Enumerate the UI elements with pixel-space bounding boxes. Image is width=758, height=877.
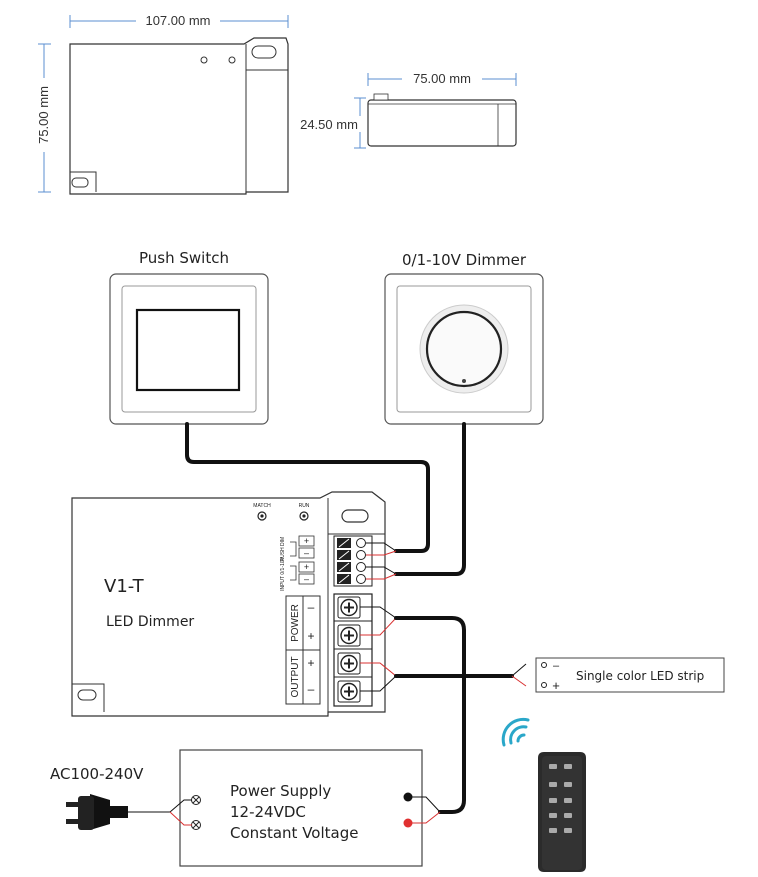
top-view-drawing: 107.00 mm 75.00 mm [35, 12, 289, 195]
psu-line2: 12-24VDC [230, 803, 306, 821]
strip-plus: + [552, 678, 560, 693]
svg-text:–: – [304, 574, 309, 584]
strip-minus: – [553, 660, 560, 672]
model-subtitle: LED Dimmer [106, 614, 194, 630]
led-strip: – + Single color LED strip [511, 657, 725, 693]
match-label: MATCH [253, 503, 271, 509]
wifi-icon [501, 717, 530, 747]
power-terminal-block [333, 593, 373, 707]
push-dim-label: PUSH DIM [280, 537, 286, 561]
power-label: POWER [290, 604, 301, 642]
side-width-label: 75.00 mm [413, 71, 471, 86]
svg-text:+: + [307, 629, 314, 643]
push-switch: Push Switch [109, 249, 269, 425]
input-label: INPUT 0/1-10V [280, 556, 286, 590]
model-label: V1-T [104, 576, 145, 597]
plug-icon [78, 796, 94, 830]
terminal-leads [360, 542, 397, 692]
signal-terminal-signs: + – + – [298, 535, 315, 585]
push-switch-label: Push Switch [139, 249, 229, 267]
svg-text:+: + [307, 656, 314, 670]
power-supply: Power Supply 12-24VDC Constant Voltage [179, 749, 441, 867]
ac-input-label: AC100-240V [50, 765, 144, 783]
power-wires [394, 616, 514, 814]
svg-text:–: – [308, 600, 315, 614]
signal-wires [185, 422, 466, 576]
knob-icon [425, 310, 503, 388]
svg-text:–: – [304, 548, 309, 558]
svg-text:+: + [304, 536, 309, 546]
led-strip-label: Single color LED strip [576, 669, 704, 683]
dimmer-label: 0/1-10V Dimmer [402, 251, 527, 269]
svg-text:+: + [304, 562, 309, 572]
psu-line3: Constant Voltage [230, 824, 358, 842]
psu-line1: Power Supply [230, 782, 331, 800]
dimmer-knob-panel: 0/1-10V Dimmer [384, 251, 544, 425]
output-label: OUTPUT [290, 656, 301, 697]
run-label: RUN [299, 503, 310, 509]
signal-terminal-block [333, 535, 373, 587]
v1-t-controller: MATCH RUN V1-T LED Dimmer PUSH DIM INPUT… [71, 491, 386, 717]
push-button [135, 308, 241, 392]
remote-control [501, 717, 586, 872]
top-width-label: 107.00 mm [145, 13, 210, 28]
left-height-label: 75.00 mm [36, 86, 51, 144]
svg-text:–: – [308, 682, 315, 696]
side-height-label: 24.50 mm [300, 117, 358, 132]
side-view-drawing: 75.00 mm 24.50 mm [293, 70, 517, 149]
ac-plug: AC100-240V [50, 765, 192, 830]
